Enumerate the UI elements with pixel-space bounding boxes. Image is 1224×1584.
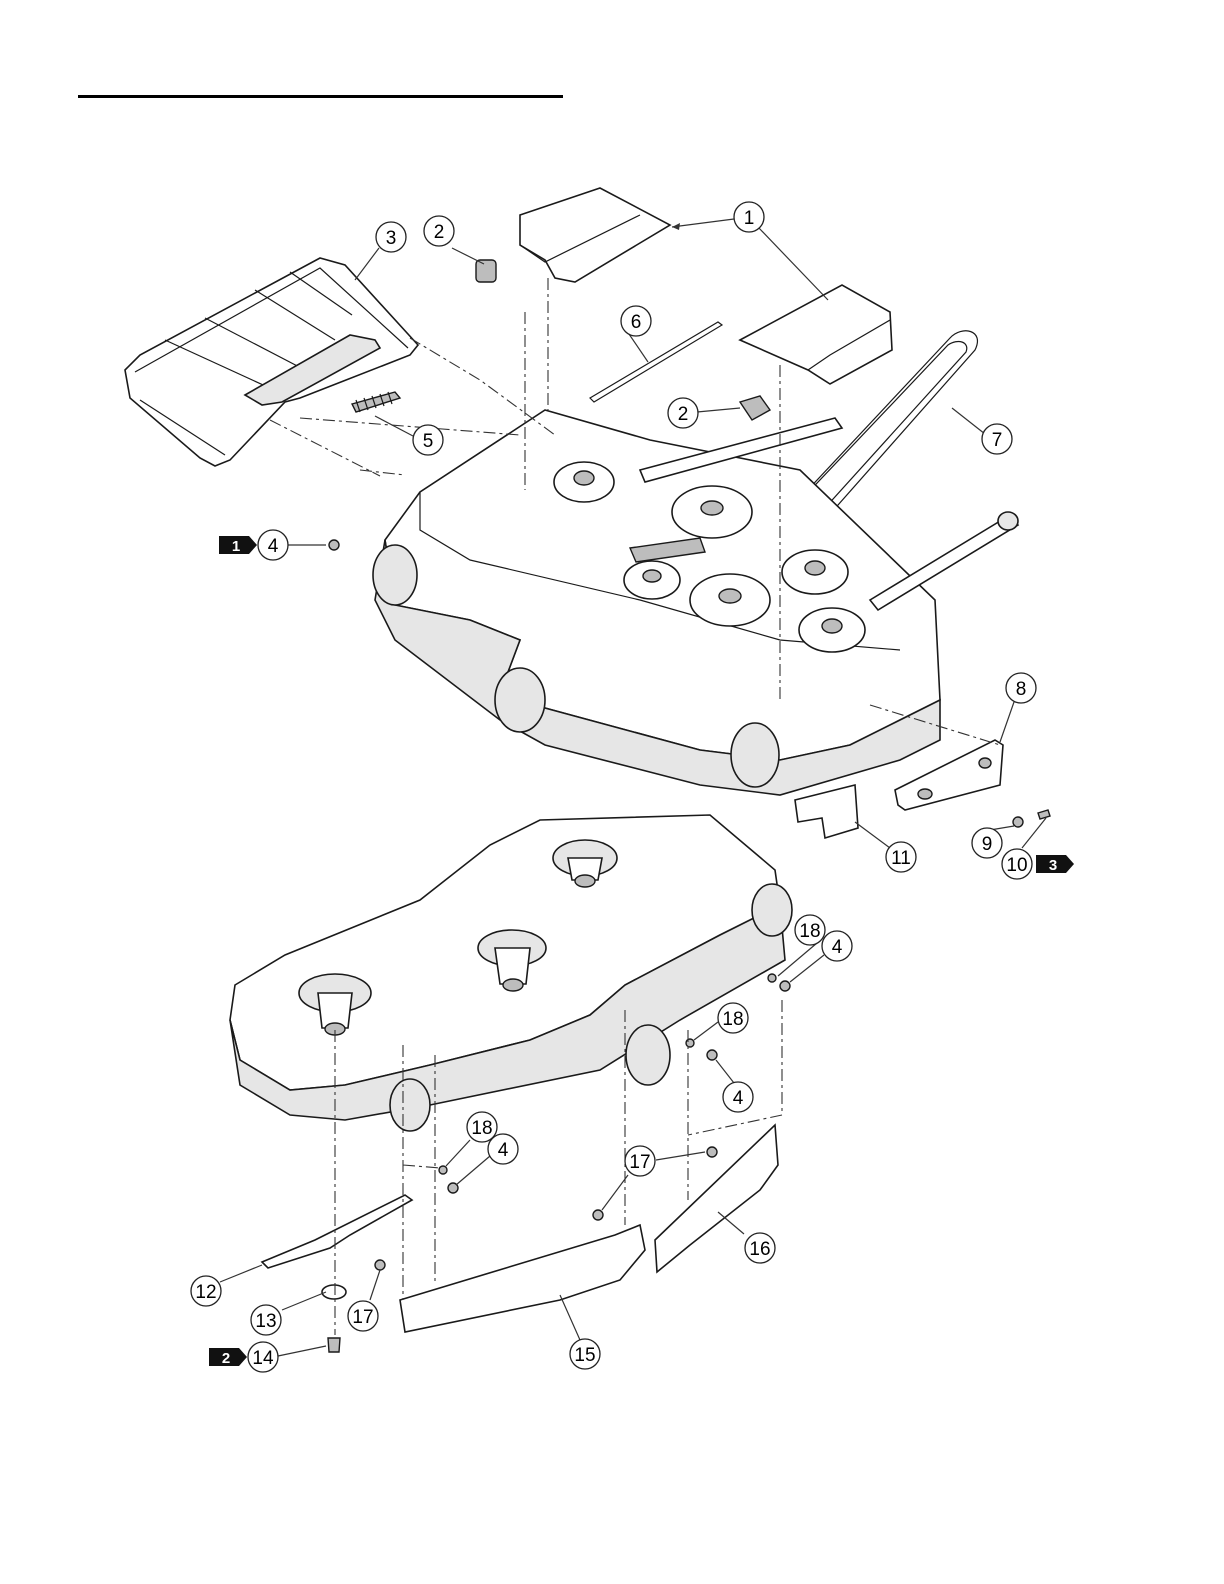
- washer-part: [1013, 817, 1023, 827]
- callout-number: 14: [252, 1348, 274, 1369]
- callout-number: 15: [574, 1345, 595, 1366]
- belt-shield-left-part: [520, 188, 670, 282]
- lower-washer-part-c: [686, 1039, 694, 1047]
- callout-number: 17: [629, 1152, 650, 1173]
- reference-flag-f3: 3: [1036, 855, 1074, 874]
- callout-number: 7: [992, 430, 1003, 451]
- callout-c11: 11: [886, 842, 916, 872]
- front-baffle-part: [400, 1225, 645, 1332]
- flag-number: 2: [222, 1350, 230, 1367]
- lower-nut-part-c: [707, 1050, 717, 1060]
- blade-bolt-part: [328, 1338, 340, 1352]
- callout-number: 9: [982, 834, 993, 855]
- callout-c17b: 17: [348, 1301, 378, 1331]
- carriage-bolt-part-b: [593, 1210, 603, 1220]
- adjust-rod-part: [590, 322, 722, 402]
- callout-number: 18: [799, 921, 820, 942]
- callout-c18c: 18: [467, 1112, 497, 1142]
- callout-number: 18: [722, 1009, 743, 1030]
- callout-c2a: 2: [424, 216, 454, 246]
- callout-c6: 6: [621, 306, 651, 336]
- callout-c13: 13: [251, 1305, 281, 1335]
- reference-flag-f1: 1: [219, 536, 257, 555]
- blade-part: [262, 1195, 412, 1268]
- callout-number: 1: [744, 208, 755, 229]
- callout-number: 8: [1016, 679, 1027, 700]
- callout-c16: 16: [745, 1233, 775, 1263]
- callout-number: 11: [891, 848, 911, 869]
- callout-number: 2: [434, 222, 445, 243]
- carriage-bolt-part-c: [707, 1147, 717, 1157]
- knob-part-a: [476, 260, 496, 282]
- reference-flag-f2: 2: [209, 1348, 247, 1367]
- callout-c18b: 18: [718, 1003, 748, 1033]
- callout-c12: 12: [191, 1276, 221, 1306]
- carriage-bolt-part-a: [375, 1260, 385, 1270]
- callout-c9: 9: [972, 828, 1002, 858]
- callout-c3: 3: [376, 222, 406, 252]
- callout-c15: 15: [570, 1339, 600, 1369]
- callout-number: 6: [631, 312, 642, 333]
- callout-number: 17: [352, 1307, 373, 1328]
- callout-c4b: 4: [822, 931, 852, 961]
- lower-washer-part-b: [768, 974, 776, 982]
- deck-bottom-body: [230, 815, 792, 1131]
- callout-number: 5: [423, 431, 434, 452]
- lower-washer-part-a: [439, 1166, 447, 1174]
- belt-shield-right-part: [740, 285, 892, 384]
- flag-number: 3: [1049, 857, 1057, 874]
- callout-number: 16: [749, 1239, 770, 1260]
- callout-c1: 1: [734, 202, 764, 232]
- discharge-chute-part: [125, 258, 418, 466]
- callout-c7: 7: [982, 424, 1012, 454]
- callout-c8: 8: [1006, 673, 1036, 703]
- plate-part: [795, 785, 858, 838]
- callout-number: 2: [678, 404, 689, 425]
- callout-number: 3: [386, 228, 397, 249]
- callout-number: 10: [1006, 855, 1027, 876]
- callout-number: 12: [195, 1282, 216, 1303]
- callout-c5: 5: [413, 425, 443, 455]
- callout-c18a: 18: [795, 915, 825, 945]
- callout-number: 4: [268, 536, 279, 557]
- callout-number: 18: [471, 1118, 492, 1139]
- bolt-part: [1038, 810, 1050, 819]
- nut-part: [329, 540, 339, 550]
- flag-number: 1: [232, 538, 240, 555]
- callout-number: 4: [733, 1088, 744, 1109]
- knob-part-b: [740, 396, 770, 420]
- spring-part: [352, 392, 400, 412]
- deck-top-body: [373, 410, 1018, 795]
- callout-c14: 14: [248, 1342, 278, 1372]
- callout-c4a: 4: [258, 530, 288, 560]
- callout-c10: 10: [1002, 849, 1032, 879]
- callout-number: 4: [832, 937, 843, 958]
- callout-c17a: 17: [625, 1146, 655, 1176]
- callout-number: 13: [255, 1311, 276, 1332]
- callout-c4c: 4: [723, 1082, 753, 1112]
- lower-nut-part-b: [780, 981, 790, 991]
- callout-c2b: 2: [668, 398, 698, 428]
- callout-number: 4: [498, 1140, 509, 1161]
